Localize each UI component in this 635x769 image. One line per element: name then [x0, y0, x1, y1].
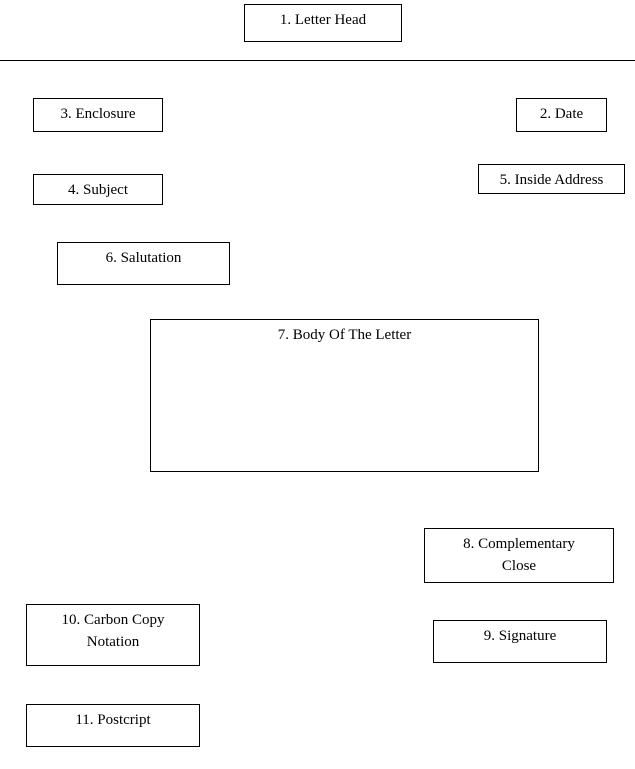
- signature-label: 9. Signature: [483, 628, 557, 644]
- carbon-copy-label-line2: Notation: [86, 634, 140, 650]
- postscript-box: 11. Postcript: [26, 704, 200, 747]
- salutation-label: 6. Salutation: [105, 250, 182, 266]
- salutation-box: 6. Salutation: [57, 242, 230, 285]
- date-box: 2. Date: [516, 98, 607, 132]
- complementary-close-box: 8. Complementary Close: [424, 528, 614, 583]
- letter-head-label: 1. Letter Head: [279, 12, 367, 28]
- body-of-letter-box: 7. Body Of The Letter: [150, 319, 539, 472]
- signature-box: 9. Signature: [433, 620, 607, 663]
- header-divider-line: [0, 60, 635, 61]
- enclosure-box: 3. Enclosure: [33, 98, 163, 132]
- complementary-close-label-line1: 8. Complementary: [463, 536, 575, 552]
- inside-address-label: 5. Inside Address: [499, 172, 604, 188]
- carbon-copy-label-line1: 10. Carbon Copy: [61, 612, 165, 628]
- inside-address-box: 5. Inside Address: [478, 164, 625, 194]
- subject-box: 4. Subject: [33, 174, 163, 205]
- carbon-copy-notation-box: 10. Carbon Copy Notation: [26, 604, 200, 666]
- subject-label: 4. Subject: [68, 182, 128, 198]
- enclosure-label: 3. Enclosure: [60, 106, 136, 122]
- complementary-close-label-line2: Close: [501, 558, 537, 574]
- postscript-label: 11. Postcript: [75, 712, 151, 728]
- date-label: 2. Date: [539, 106, 584, 122]
- body-of-letter-label: 7. Body Of The Letter: [277, 327, 412, 343]
- letter-head-box: 1. Letter Head: [244, 4, 402, 42]
